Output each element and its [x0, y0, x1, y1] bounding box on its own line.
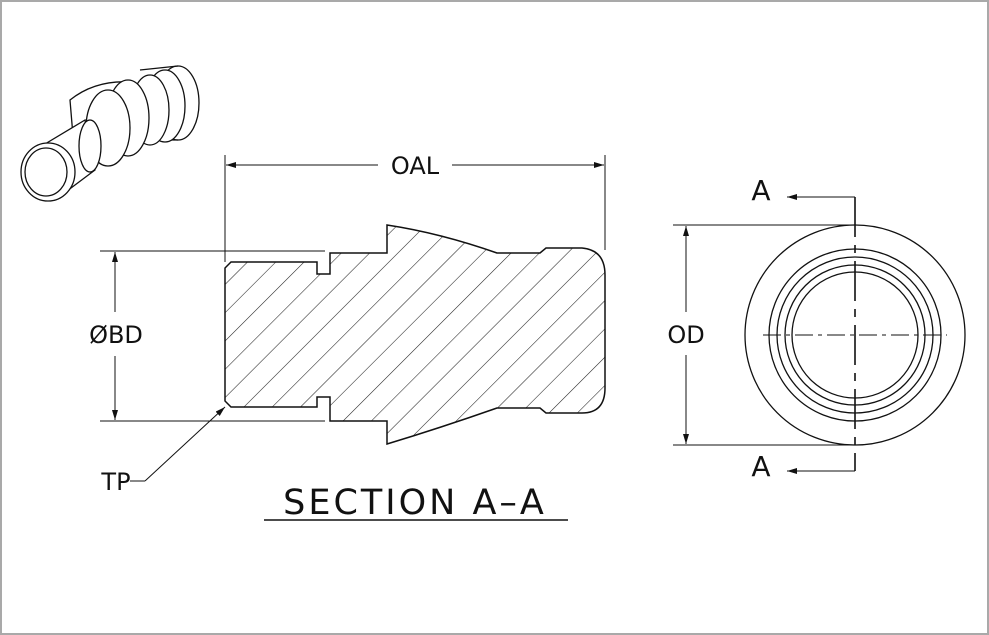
isometric-part-view: [20, 65, 200, 202]
section-mark-top: A: [751, 174, 770, 207]
oal-label: OAL: [391, 152, 440, 180]
section-outline: [224, 224, 606, 446]
tp-leader: [130, 406, 226, 482]
oal-dimension: [224, 155, 606, 262]
bd-dimension: [100, 250, 325, 422]
od-label: OD: [667, 321, 704, 349]
tp-label: TP: [100, 468, 130, 496]
section-title: SECTION A–A: [283, 483, 547, 523]
bd-label: ØBD: [89, 321, 143, 349]
od-dimension: [673, 224, 855, 446]
section-mark-bottom: A: [751, 450, 770, 483]
section-part: [224, 224, 606, 446]
cutting-plane: [787, 194, 856, 474]
